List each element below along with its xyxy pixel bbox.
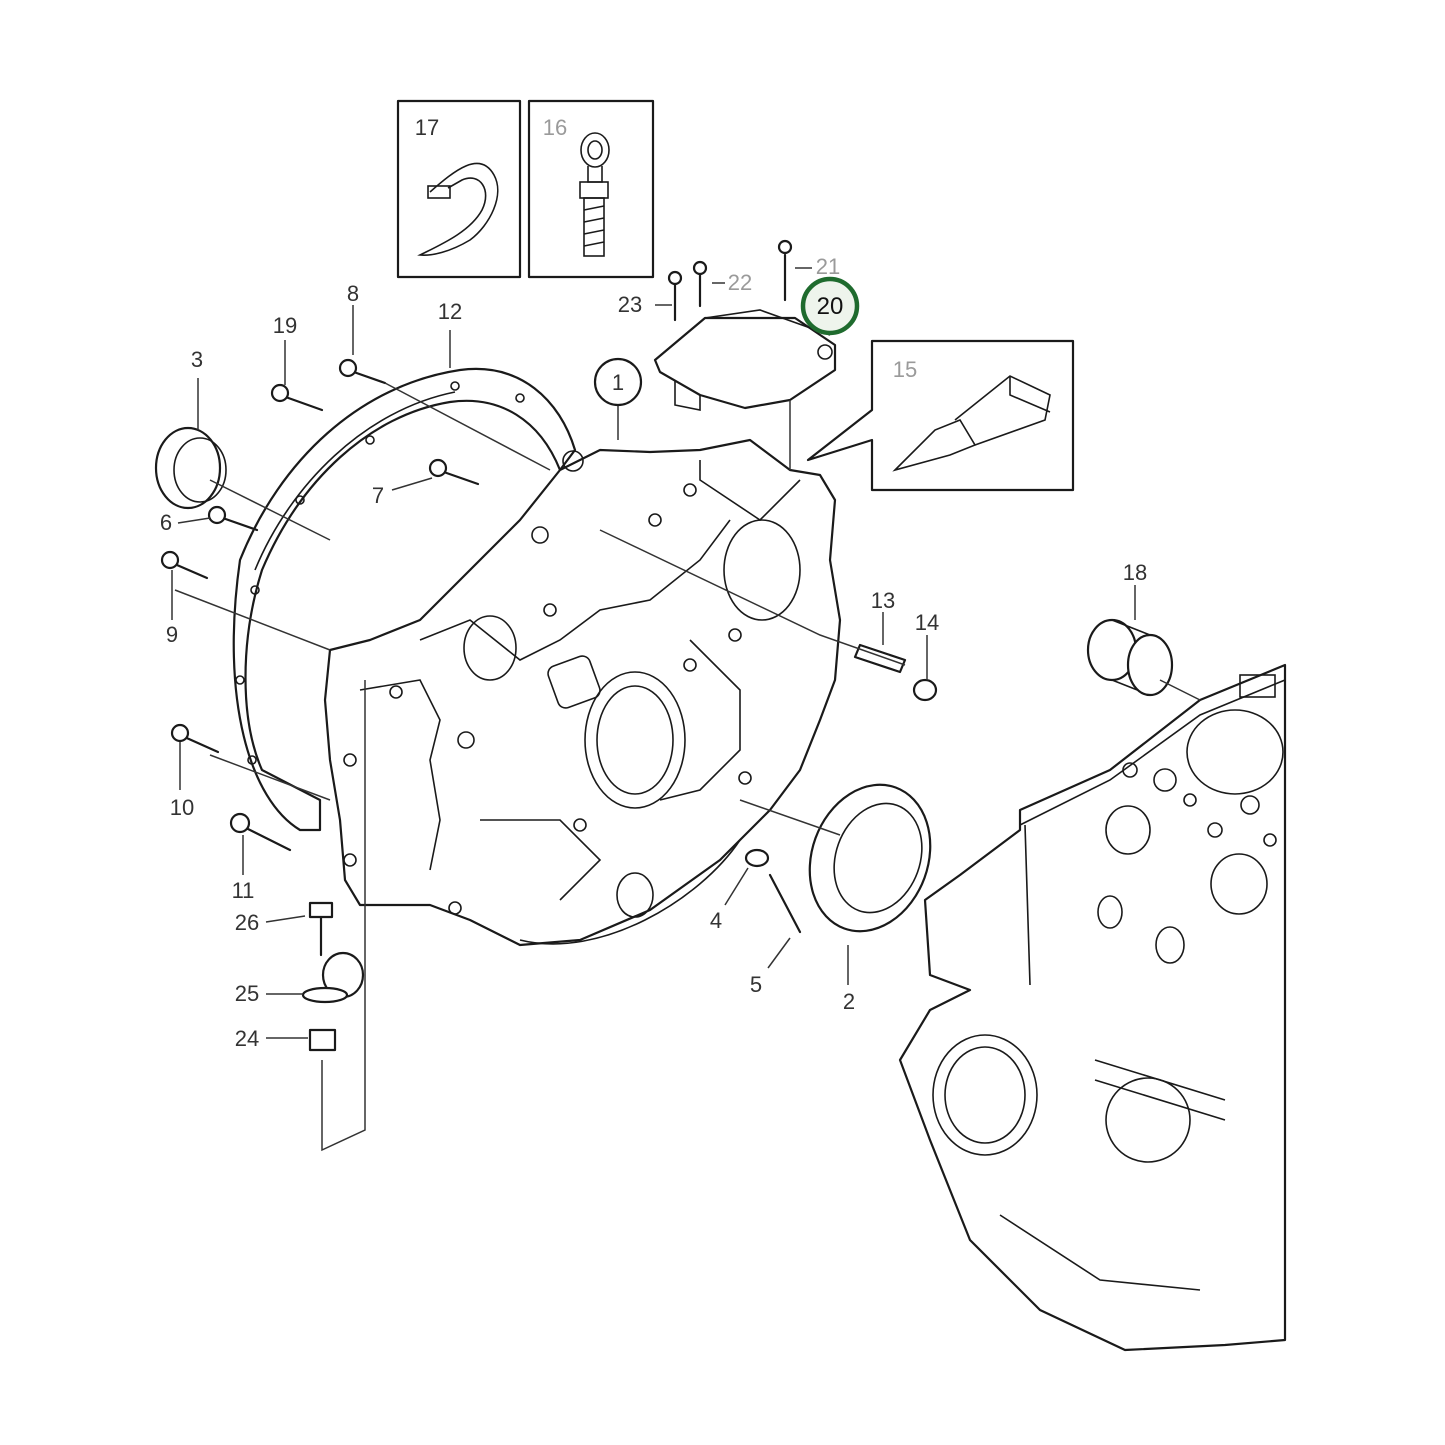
inset-box-16 [527,99,655,279]
label-20[interactable]: 20 [817,293,844,320]
highlight-ring-20[interactable] [800,276,860,336]
leader-lines [171,267,1201,1152]
part-labels: 1 2 3 4 5 6 7 8 9 10 11 12 13 14 15 16 1… [160,115,1147,1051]
bolts [160,239,802,1052]
label-7[interactable]: 7 [372,483,384,508]
ring-14 [912,678,938,702]
label-9[interactable]: 9 [166,622,178,647]
flange-gasket [232,367,577,832]
label-8[interactable]: 8 [347,281,359,306]
label-11[interactable]: 11 [232,878,255,903]
label-14[interactable]: 14 [915,610,939,635]
label-22[interactable]: 22 [728,270,752,295]
label-1[interactable]: 1 [612,370,624,395]
label-5[interactable]: 5 [750,972,762,997]
plug-3 [154,426,227,510]
label-12[interactable]: 12 [438,299,462,324]
inset-box-15 [806,339,1075,492]
label-2[interactable]: 2 [843,989,855,1014]
pin-13 [853,643,907,674]
label-26[interactable]: 26 [235,910,259,935]
engine-block [898,663,1287,1352]
label-19[interactable]: 19 [273,313,297,338]
flywheel-housing [323,438,842,947]
label-6[interactable]: 6 [160,510,172,535]
sleeve-18 [1086,618,1174,697]
label-18[interactable]: 18 [1123,560,1147,585]
label-17[interactable]: 17 [415,115,439,140]
flange-bolt-holes [235,381,525,765]
label-25[interactable]: 25 [235,981,259,1006]
label-13[interactable]: 13 [871,588,895,613]
label-16[interactable]: 16 [543,115,567,140]
sensor-cover [653,309,837,411]
callout-circle-1 [593,357,643,407]
label-23[interactable]: 23 [618,292,642,317]
label-10[interactable]: 10 [170,795,194,820]
inset-box-17 [396,99,522,279]
seal-2 [808,783,932,933]
label-15[interactable]: 15 [893,357,917,382]
label-3[interactable]: 3 [191,347,203,372]
label-4[interactable]: 4 [710,908,722,933]
label-24[interactable]: 24 [235,1026,259,1051]
label-21[interactable]: 21 [816,254,840,279]
